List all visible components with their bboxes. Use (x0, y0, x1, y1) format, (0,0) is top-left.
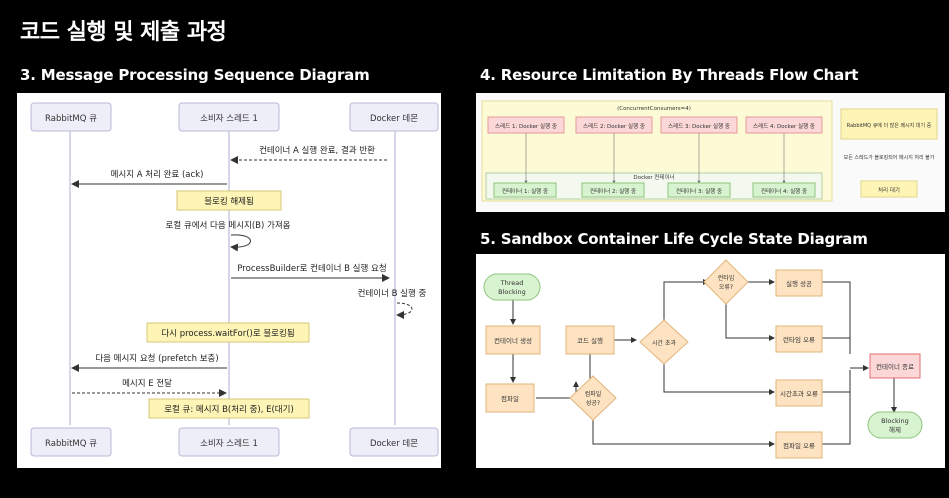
container-box: 컨테이너 4: 실행 중 (752, 182, 816, 198)
note-unblocked: 블로킹 해제됨 (176, 190, 282, 211)
actor-label: 소비자 스레드 1 (200, 439, 258, 449)
state-label-line2: Blocking (498, 288, 526, 296)
container-box: 컨테이너 3: 실행 중 (667, 182, 731, 198)
actor-label: RabbitMQ 큐 (45, 114, 97, 124)
state-label: 컴파일 (501, 394, 519, 403)
message-label: 메시지 E 전달 (122, 378, 172, 389)
docker-group-label: Docker 컨테이너 (633, 173, 674, 181)
self-message-arrow (396, 302, 413, 319)
process-wait-box: 처리 대기 (860, 180, 918, 198)
state-label: 컴파일 오류 (783, 441, 815, 450)
group-label: (ConcurrentConsumers=4) (617, 106, 691, 112)
container-terminate-state: 컨테이너 종료 (869, 353, 921, 379)
actor-label: Docker 데몬 (370, 439, 418, 449)
blocking-release-state: Blocking 해제 (867, 411, 923, 439)
message-label: 컨테이너 B 실행 중 (358, 288, 427, 299)
compile-error-state: 컴파일 오류 (775, 431, 823, 459)
actor-docker-bottom: Docker 데몬 (349, 427, 439, 457)
thread-label: 스레드 3: Docker 실행 중 (668, 122, 730, 130)
decision-label-line2: 성공? (586, 399, 600, 407)
thread-box: 스레드 3: Docker 실행 중 (660, 116, 738, 134)
process-wait-label: 처리 대기 (878, 186, 900, 194)
thread-blocking-state: Thread Blocking (483, 273, 541, 301)
actor-label: Docker 데몬 (370, 114, 418, 124)
message-label: 메시지 A 처리 완료 (ack) (111, 170, 204, 180)
note-label: 로컬 큐: 메시지 B(처리 중), E(대기) (164, 405, 294, 415)
page-title: 코드 실행 및 제출 과정 (20, 20, 227, 45)
sequence-diagram-panel: RabbitMQ 큐 소비자 스레드 1 Docker 데몬 컨테이너 A 실행… (17, 93, 441, 468)
decision-label-line2: 오류? (719, 284, 733, 291)
queue-waiting-box: RabbitMQ 큐에 더 많은 메시지 대기 중 (840, 108, 938, 140)
actor-consumer-bottom: 소비자 스레드 1 (178, 427, 280, 457)
state-label-line1: Blocking (881, 417, 909, 425)
section-title-lifecycle: 5. Sandbox Container Life Cycle State Di… (480, 230, 868, 248)
thread-box: 스레드 1: Docker 실행 중 (487, 116, 565, 134)
thread-label: 스레드 2: Docker 실행 중 (583, 122, 645, 130)
threads-flowchart-panel: (ConcurrentConsumers=4) 스레드 1: Docker 실행… (476, 93, 945, 212)
thread-label: 스레드 4: Docker 실행 중 (753, 122, 815, 130)
section-title-sequence: 3. Message Processing Sequence Diagram (20, 66, 370, 84)
message-label: 컨테이너 A 실행 완료, 결과 반환 (259, 145, 375, 156)
state-label: 컨테이너 생성 (494, 336, 532, 345)
container-label: 컨테이너 1: 실행 중 (502, 187, 548, 195)
state-label: 시간초과 오류 (780, 389, 818, 398)
container-label: 컨테이너 2: 실행 중 (590, 187, 636, 195)
actor-rabbitmq-top: RabbitMQ 큐 (30, 102, 112, 132)
note-label: 블로킹 해제됨 (204, 196, 254, 207)
runtime-error-state: 런타임 오류 (775, 325, 823, 353)
actor-label: 소비자 스레드 1 (200, 114, 258, 124)
lifecycle-diagram: Thread Blocking 컨테이너 생성 컴파일 코드 실행 컴파일 성공… (483, 259, 923, 459)
section-title-threads: 4. Resource Limitation By Threads Flow C… (480, 66, 859, 84)
container-box: 컨테이너 2: 실행 중 (581, 182, 645, 198)
lifecycle-diagram-panel: Thread Blocking 컨테이너 생성 컴파일 코드 실행 컴파일 성공… (476, 254, 945, 468)
thread-box: 스레드 2: Docker 실행 중 (575, 116, 653, 134)
state-label: 코드 실행 (577, 336, 603, 345)
threads-flowchart: (ConcurrentConsumers=4) 스레드 1: Docker 실행… (476, 93, 945, 212)
compile-success-decision: 컴파일 성공? (569, 375, 617, 421)
note-blocked-again: 다시 process.waitFor()로 블로킹됨 (146, 322, 310, 343)
state-label: 런타임 오류 (783, 335, 815, 344)
blocked-note: 모든 스레드가 블로킹되어 메시지 처리 불가 (844, 154, 935, 161)
decision-label: 시간 초과 (652, 339, 676, 347)
state-label: 실행 성공 (786, 279, 812, 288)
actor-consumer-top: 소비자 스레드 1 (178, 102, 280, 132)
decision-label-line1: 런타임 (718, 274, 735, 282)
run-success-state: 실행 성공 (775, 269, 823, 297)
message-label: 로컬 큐에서 다음 메시지(B) 가져옴 (166, 221, 291, 231)
state-label-line2: 해제 (889, 425, 901, 434)
container-box: 컨테이너 1: 실행 중 (493, 182, 557, 198)
decision-label-line1: 컴파일 (585, 390, 602, 398)
container-label: 컨테이너 4: 실행 중 (761, 187, 807, 195)
actor-docker-top: Docker 데몬 (349, 102, 439, 132)
runtime-error-decision: 런타임 오류? (703, 259, 749, 305)
state-label-line1: Thread (500, 279, 524, 287)
timeout-decision: 시간 초과 (639, 319, 689, 365)
sequence-diagram: RabbitMQ 큐 소비자 스레드 1 Docker 데몬 컨테이너 A 실행… (30, 102, 439, 457)
note-local-queue: 로컬 큐: 메시지 B(처리 중), E(대기) (148, 398, 310, 419)
note-label: 다시 process.waitFor()로 블로킹됨 (161, 328, 294, 339)
actor-rabbitmq-bottom: RabbitMQ 큐 (30, 427, 112, 457)
actor-label: RabbitMQ 큐 (45, 439, 97, 449)
state-label: 컨테이너 종료 (876, 362, 914, 371)
self-message-arrow (230, 234, 251, 252)
container-label: 컨테이너 3: 실행 중 (676, 187, 722, 195)
queue-waiting-label: RabbitMQ 큐에 더 많은 메시지 대기 중 (847, 122, 932, 129)
timeout-error-state: 시간초과 오류 (775, 379, 823, 407)
message-label: ProcessBuilder로 컨테이너 B 실행 요청 (237, 263, 386, 274)
thread-label: 스레드 1: Docker 실행 중 (495, 122, 557, 130)
container-create-state: 컨테이너 생성 (485, 325, 541, 355)
thread-box: 스레드 4: Docker 실행 중 (745, 116, 823, 134)
code-execute-state: 코드 실행 (565, 325, 615, 355)
compile-state: 컴파일 (485, 383, 535, 413)
message-label: 다음 메시지 요청 (prefetch 보충) (95, 354, 218, 364)
